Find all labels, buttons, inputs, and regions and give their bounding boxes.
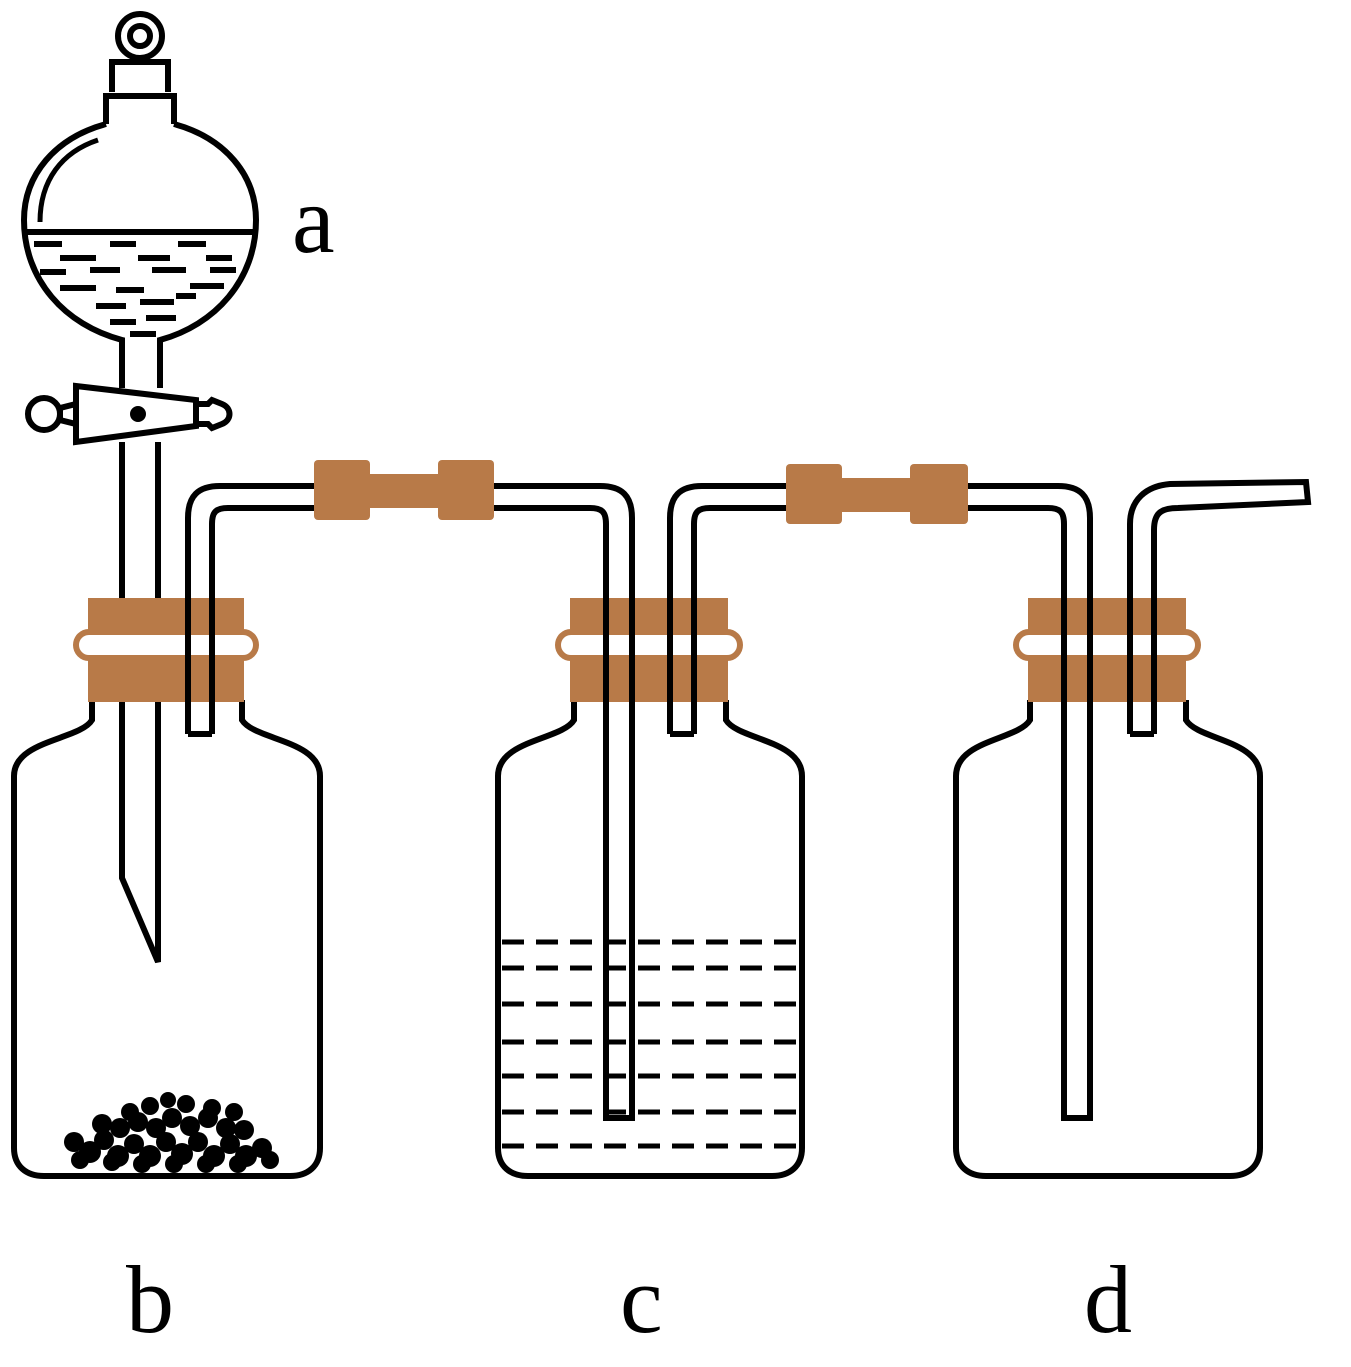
stopper-c [555,598,743,702]
funnel-stopper-knob-inner [127,23,153,49]
stopcock-handle [25,395,63,433]
funnel-liquid [34,241,236,337]
tube-c-inlet-through-stopper [603,598,635,702]
stopper-b [73,598,259,702]
funnel-highlight [37,137,99,223]
label-c: c [620,1246,663,1353]
liquid-c [502,939,798,1149]
tube-c-to-d [968,483,1093,1121]
tube-b-outlet [185,483,320,737]
tube-d-outlet [1127,478,1312,737]
stopcock[interactable] [25,382,233,446]
bottle-c [495,700,805,1179]
stopcock-cap [193,396,233,432]
solid-granules [64,1092,279,1173]
stopcock-hole [130,406,146,422]
bottle-d [953,700,1263,1179]
funnel-neck [103,93,177,124]
rubber-connector-2 [786,464,968,524]
stopper-d [1013,598,1201,702]
label-d: d [1084,1246,1132,1353]
tube-d-inlet-through-stopper [1061,598,1093,702]
funnel-stopper-knob [115,11,165,61]
label-b: b [126,1246,174,1353]
separatory-funnel [20,11,260,388]
tube-b-to-c [494,483,635,1121]
rubber-connector-1 [314,460,494,520]
tube-c-outlet [667,483,790,737]
funnel-bulb [20,121,260,388]
label-a: a [292,166,335,273]
bottle-b [11,700,323,1179]
funnel-stopper [109,59,171,92]
